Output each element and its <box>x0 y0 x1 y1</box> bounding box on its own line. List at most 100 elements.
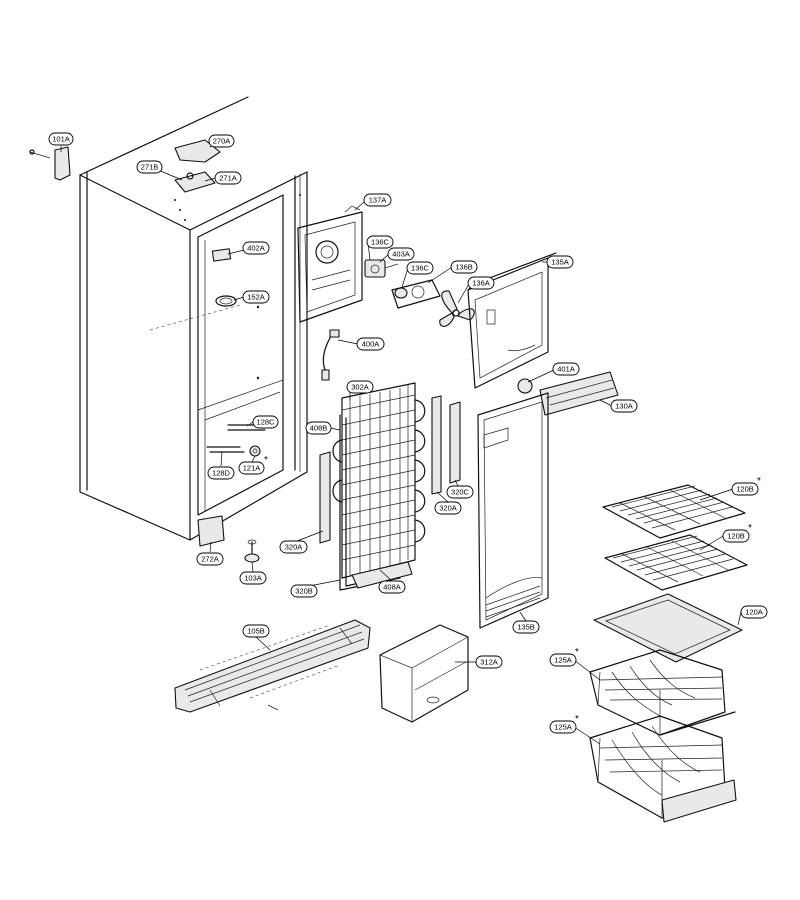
callout-271b-text: 271B <box>141 163 159 172</box>
callout-403a-text: 403A <box>392 250 410 259</box>
callout-125a-upper-star: * <box>575 647 579 658</box>
callout-125a-lower-star: * <box>575 714 579 725</box>
callout-408b: 408B <box>305 421 332 435</box>
wire-shelf-120b-upper <box>602 484 746 539</box>
callout-103a: 103A <box>239 571 267 585</box>
callout-137a: 137A <box>363 193 392 207</box>
callout-135a-text: 135A <box>551 258 569 267</box>
callout-403a: 403A <box>387 247 415 261</box>
callout-320c-text: 320C <box>451 488 470 497</box>
callout-320c: 320C <box>446 485 474 499</box>
callout-302a-text: 302A <box>351 383 369 392</box>
wire-basket-125a-lower <box>589 715 737 823</box>
callout-101a: 101A <box>48 132 74 146</box>
callout-271b: 271B <box>136 160 163 174</box>
fan-motor-136c <box>364 259 399 278</box>
callout-408a: 408A <box>378 580 406 594</box>
hinge-bracket-101a <box>29 146 71 181</box>
callout-270a: 270A <box>208 134 235 148</box>
callout-302a: 302A <box>346 380 374 394</box>
callout-136c-motor: 136C <box>366 235 394 249</box>
callout-120b-upper-star: * <box>757 476 761 487</box>
callout-152a: 152A <box>242 290 270 304</box>
callout-400a: 400A <box>356 337 385 351</box>
callout-320a-left-text: 320A <box>285 543 303 552</box>
insulation-320a-left <box>319 451 331 544</box>
evaporator-cover-upper-135a <box>467 252 557 389</box>
callout-103a-text: 103A <box>244 574 262 583</box>
callout-135b: 135B <box>512 620 540 634</box>
grommet-136c <box>394 287 408 299</box>
callout-152a-text: 152A <box>247 293 265 302</box>
callout-272a: 272A <box>196 552 224 566</box>
callout-402a-text: 402A <box>247 244 265 253</box>
callout-101a-text: 101A <box>52 135 70 144</box>
lamp-152a <box>215 295 237 307</box>
callout-121a-text: 121A <box>243 464 261 473</box>
insulation-320a-right <box>431 395 442 495</box>
callout-320a-right: 320A <box>434 501 462 515</box>
callout-137a-text: 137A <box>369 196 387 205</box>
wire-basket-125a-upper <box>589 649 736 736</box>
callout-136c-motor-text: 136C <box>371 238 390 247</box>
callout-312a: 312A <box>475 655 503 669</box>
callout-136b: 136B <box>450 260 478 274</box>
callout-270a-text: 270A <box>213 137 231 146</box>
callout-320a-left: 320A <box>279 540 308 554</box>
callout-401a: 401A <box>552 362 580 376</box>
callout-105b: 105B <box>242 624 270 638</box>
callout-136a-text: 136A <box>472 279 490 288</box>
callout-320b: 320B <box>290 584 318 598</box>
drawer-cover-120a <box>593 593 743 663</box>
callout-136a: 136A <box>467 276 495 290</box>
callout-120b-upper: 120B * <box>731 476 761 496</box>
callout-105b-text: 105B <box>247 627 265 636</box>
leveling-foot-103a <box>244 539 260 563</box>
hinge-cover-270a <box>174 139 221 163</box>
drain-121a <box>249 445 261 457</box>
drawer-cover-105b <box>174 619 371 713</box>
callout-135b-text: 135B <box>517 623 535 632</box>
callout-120b-lower: 120B * <box>722 523 752 543</box>
cover-402a <box>211 248 232 262</box>
callout-408b-text: 408B <box>310 424 328 433</box>
callout-125a-lower: 125A * <box>549 714 579 734</box>
evaporator-302a <box>332 382 426 579</box>
duct-130a <box>517 371 619 416</box>
callout-400a-text: 400A <box>362 340 380 349</box>
callout-271a: 271A <box>214 171 242 185</box>
pipe-128d <box>206 446 245 453</box>
freezer-cabinet <box>79 96 308 541</box>
callout-136c-grommet-text: 136C <box>411 264 430 273</box>
callout-128c-text: 128C <box>257 418 276 427</box>
leader-lines <box>60 140 742 745</box>
fan-blade-136a <box>439 290 475 327</box>
callout-408a-text: 408A <box>383 583 401 592</box>
callout-130a: 130A <box>610 399 638 413</box>
callout-125a-upper: 125A * <box>549 647 579 667</box>
fan-shroud-137a <box>297 205 363 323</box>
callout-272a-text: 272A <box>201 555 219 564</box>
wire-shelf-120b-lower <box>604 534 748 591</box>
fan-cover-312a <box>379 624 469 723</box>
callout-120b-lower-star: * <box>748 523 752 534</box>
callout-120a: 120A <box>740 605 768 619</box>
callout-125a-upper-text: 125A <box>554 656 572 665</box>
callout-320a-right-text: 320A <box>439 504 457 513</box>
evaporator-cover-lower-135b <box>477 392 549 629</box>
callout-320b-text: 320B <box>295 587 313 596</box>
callout-135a: 135A <box>546 255 574 269</box>
callout-120a-text: 120A <box>745 608 763 617</box>
callout-401a-text: 401A <box>557 365 575 374</box>
top-hinge-271b <box>174 171 216 193</box>
callout-120b-upper-text: 120B <box>736 485 754 494</box>
callout-402a: 402A <box>242 241 270 255</box>
insulation-320c <box>449 401 461 484</box>
heater-408a <box>351 561 413 589</box>
callout-128d: 128D <box>207 466 235 480</box>
callout-128d-text: 128D <box>212 469 231 478</box>
callout-312a-text: 312A <box>480 658 498 667</box>
callout-130a-text: 130A <box>615 402 633 411</box>
motor-bracket-136b <box>391 279 441 309</box>
